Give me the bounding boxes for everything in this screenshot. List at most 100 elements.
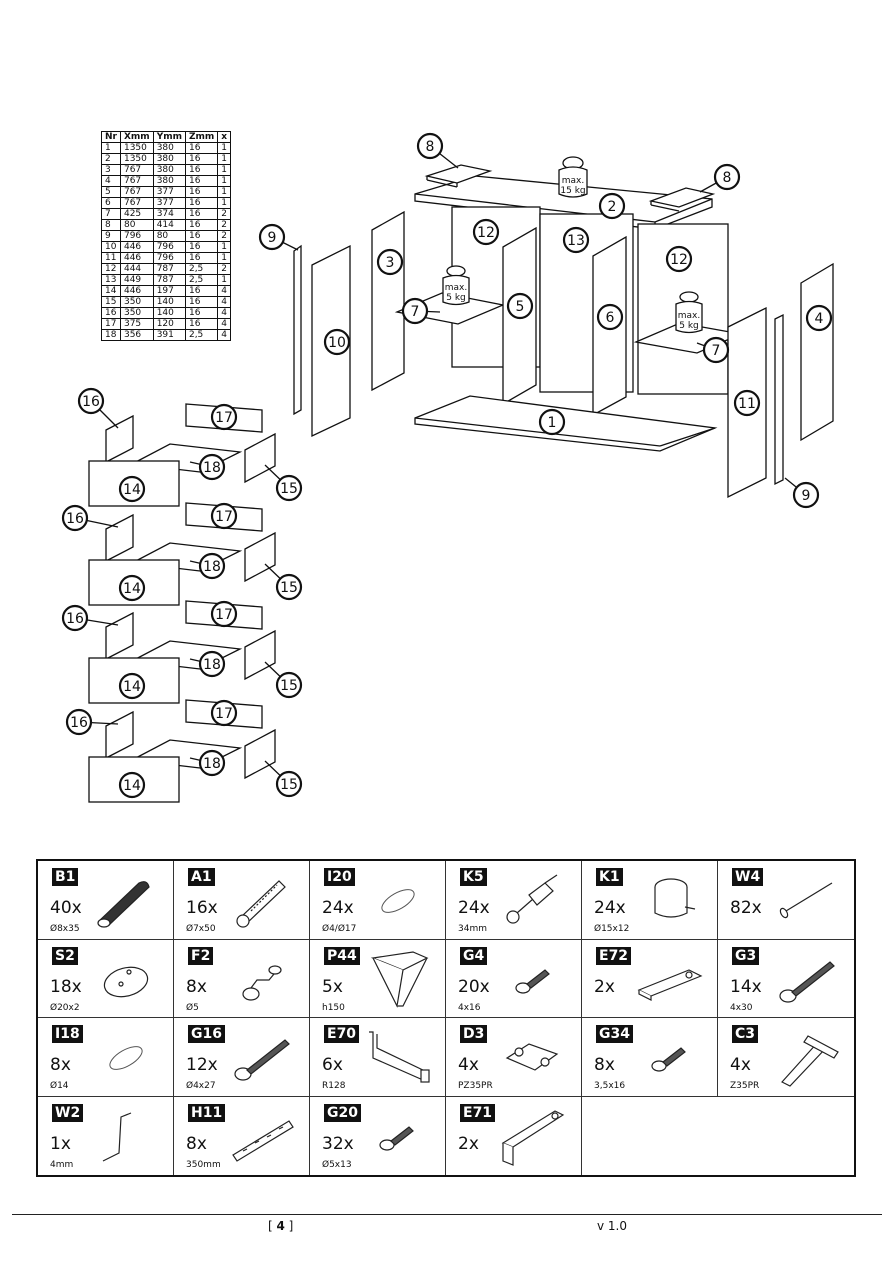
table-cell: 1 bbox=[217, 197, 232, 209]
furniture-leg-icon bbox=[363, 950, 433, 1010]
hardware-item-f2: F2 8x Ø5 bbox=[174, 939, 310, 1018]
hardware-item-p44: P44 5x h150 bbox=[310, 939, 446, 1018]
callout-number: 15 bbox=[280, 678, 298, 694]
page-number-value: 4 bbox=[276, 1219, 285, 1233]
part-quantity: 6x bbox=[322, 1055, 343, 1075]
callout-circle bbox=[118, 771, 146, 799]
drawer-assembly: 16 17 18 14 15 bbox=[77, 387, 303, 507]
drawer-side-left bbox=[105, 414, 134, 464]
part-callout: 18 bbox=[189, 453, 226, 481]
part-size: Ø20x2 bbox=[50, 1002, 80, 1013]
part-callout: 15 bbox=[264, 760, 303, 798]
part-callout: 8 bbox=[416, 132, 459, 169]
part-size: 4mm bbox=[50, 1159, 74, 1170]
hardware-item-a1: A1 16x Ø7x50 bbox=[174, 861, 310, 940]
allen-key-icon bbox=[91, 1107, 161, 1167]
callout-circle bbox=[198, 453, 226, 481]
hardware-item-e72: E72 2x bbox=[582, 939, 718, 1018]
connector-bolt-icon bbox=[227, 871, 297, 931]
callout-number: 9 bbox=[802, 488, 811, 504]
callout-circle bbox=[275, 573, 303, 601]
washer-disc-icon bbox=[91, 950, 161, 1010]
part-code-badge: K1 bbox=[596, 868, 623, 886]
part-size: Ø5x13 bbox=[322, 1159, 352, 1170]
plinth-strip-left bbox=[293, 244, 302, 416]
part-code-badge: F2 bbox=[188, 946, 214, 965]
weight-label: max. bbox=[678, 311, 700, 321]
callout-number: 8 bbox=[426, 139, 435, 155]
part-code-badge: D3 bbox=[460, 1025, 488, 1043]
cam-bolt-icon bbox=[499, 871, 569, 931]
part-callout: 14 bbox=[118, 672, 146, 700]
part-size: Z35PR bbox=[730, 1081, 760, 1091]
callout-number: 15 bbox=[280, 580, 298, 596]
weight-icon-shelf-left: max. 5 kg bbox=[442, 265, 470, 306]
callout-circle bbox=[596, 303, 624, 331]
callout-circle bbox=[401, 297, 429, 325]
drawer-side-right bbox=[244, 629, 276, 681]
drawer-side-left bbox=[105, 513, 134, 563]
side-panel-4 bbox=[800, 262, 834, 442]
part-quantity: 8x bbox=[186, 976, 207, 997]
part-size: 4x16 bbox=[458, 1002, 481, 1013]
part-code-badge: B1 bbox=[52, 868, 79, 886]
table-cell: 6 bbox=[101, 197, 121, 209]
part-size: h150 bbox=[322, 1002, 345, 1013]
callout-circle bbox=[61, 504, 89, 532]
part-callout: 17 bbox=[210, 699, 238, 727]
hardware-item-k5: K5 24x 34mm bbox=[446, 861, 582, 940]
callout-circle bbox=[210, 699, 238, 727]
callout-number: 18 bbox=[203, 559, 221, 575]
part-size: 3,5x16 bbox=[594, 1081, 626, 1091]
part-quantity: 32x bbox=[322, 1133, 354, 1154]
part-code-badge: E71 bbox=[460, 1103, 496, 1122]
part-callout: 6 bbox=[596, 303, 624, 331]
callout-number: 16 bbox=[66, 611, 84, 627]
part-quantity: 4x bbox=[730, 1055, 751, 1075]
part-code-badge: G16 bbox=[188, 1025, 225, 1043]
callout-number: 12 bbox=[670, 252, 688, 268]
callout-circle bbox=[198, 650, 226, 678]
table-cell: 4 bbox=[217, 329, 232, 341]
part-size: R128 bbox=[322, 1081, 346, 1091]
table-cell: 10 bbox=[101, 241, 121, 253]
hardware-item-e70: E70 6x R128 bbox=[310, 1018, 446, 1097]
screw-stubby-icon bbox=[363, 1107, 433, 1167]
part-size: Ø4x27 bbox=[186, 1081, 216, 1091]
part-callout: 18 bbox=[189, 749, 226, 777]
drawer-side-left bbox=[105, 710, 134, 760]
angle-bracket-icon bbox=[499, 1107, 569, 1167]
part-callout: 17 bbox=[210, 600, 238, 628]
callout-number: 14 bbox=[123, 482, 141, 498]
part-quantity: 14x bbox=[730, 976, 762, 997]
part-callout: 9 bbox=[784, 477, 820, 509]
part-callout: 14 bbox=[118, 475, 146, 503]
nail-icon bbox=[772, 871, 842, 931]
dowel-icon bbox=[91, 871, 161, 931]
drawer-side-right bbox=[244, 728, 276, 780]
callout-number: 13 bbox=[567, 233, 585, 249]
table-cell: 18 bbox=[101, 329, 121, 341]
callout-circle bbox=[472, 218, 500, 246]
callout-number: 1 bbox=[548, 415, 557, 431]
screw-tiny-icon bbox=[635, 1028, 705, 1088]
callout-number: 16 bbox=[82, 394, 100, 410]
hardware-item-g34: G34 8x 3,5x16 bbox=[582, 1018, 718, 1097]
callout-circle bbox=[258, 223, 286, 251]
table-cell: 16 bbox=[184, 175, 219, 187]
callout-circle bbox=[210, 502, 238, 530]
cap-disc-icon bbox=[363, 871, 433, 931]
part-callout: 15 bbox=[264, 464, 303, 502]
part-callout: 2 bbox=[598, 192, 626, 220]
page-bracket: ] bbox=[284, 1219, 294, 1233]
part-callout: 18 bbox=[189, 650, 226, 678]
part-code-badge: G4 bbox=[460, 946, 488, 965]
part-callout: 17 bbox=[210, 403, 238, 431]
callout-number: 14 bbox=[123, 581, 141, 597]
part-callout: 15 bbox=[264, 661, 303, 699]
weight-label: max. bbox=[562, 176, 584, 186]
